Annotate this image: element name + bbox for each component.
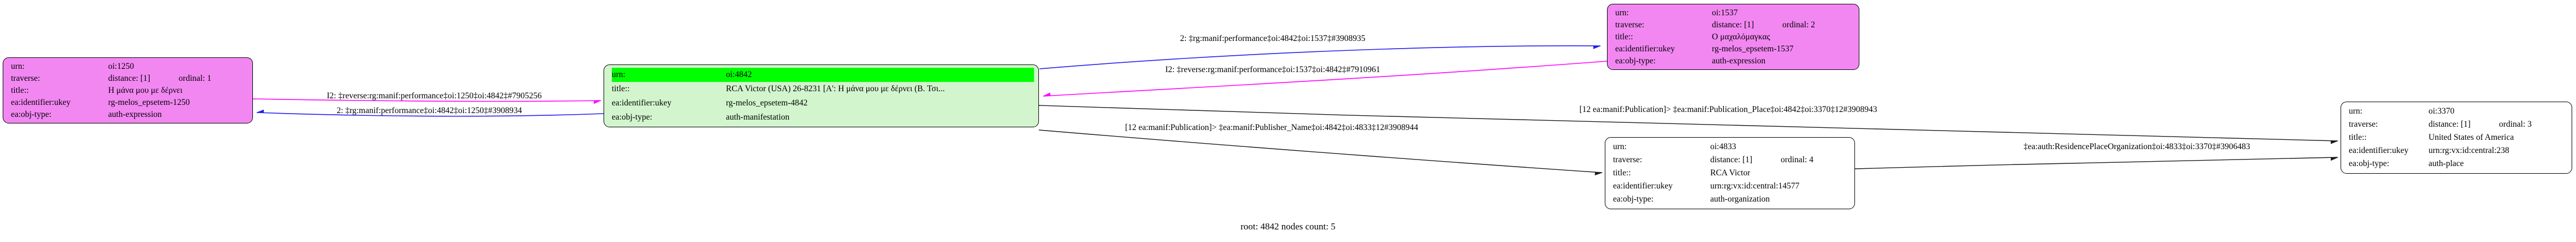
node-row-title: title:: RCA Victor (USA) 26-8231 [Α': Η … <box>612 82 1034 96</box>
node-row-ukey: ea:identifier:ukey urn:rg:vx:id:central:… <box>2349 144 2567 157</box>
edge-label-reverse-performance-1250-4842: I2: ‡reverse:rg:manif:performance‡oi:125… <box>327 91 542 101</box>
node-row-title: title:: Η μάνα μου με δέρνει <box>11 85 248 97</box>
field-key-traverse: traverse: <box>1613 155 1643 164</box>
node-row-title: title:: RCA Victor <box>1613 167 1850 180</box>
field-key-ukey: ea:identifier:ukey <box>2349 146 2409 155</box>
field-value-ordinal: ordinal: 1 <box>179 74 211 83</box>
field-key-title: title:: <box>2349 133 2367 142</box>
edge-reverse-performance-1537-4842[interactable] <box>1043 61 1608 97</box>
field-value-title: Ο μαχαλόμαγκας <box>1712 32 1770 42</box>
field-value-objtype: auth-place <box>2429 159 2464 168</box>
field-key-ukey: ea:identifier:ukey <box>11 98 71 107</box>
node-row-ukey: ea:identifier:ukey rg-melos_epsetem-1250 <box>11 97 248 109</box>
field-value-ordinal: ordinal: 4 <box>1781 155 1813 164</box>
field-value-urn: oi:1537 <box>1712 8 1738 17</box>
graph-caption: root: 4842 nodes count: 5 <box>1240 221 1336 232</box>
node-oi-4833[interactable]: urn: oi:4833 traverse: distance: [1] ord… <box>1605 137 1855 209</box>
field-value-ukey: urn:rg:vx:id:central:238 <box>2429 146 2509 155</box>
field-value-ukey: rg-melos_epsetem-1537 <box>1712 44 1794 54</box>
edge-reverse-performance-1250-4842[interactable] <box>252 98 601 101</box>
edge-label-publication-place-4842-3370: [12 ea:manif:Publication]> ‡ea:manif:Pub… <box>1579 105 1877 114</box>
field-key-ukey: ea:identifier:ukey <box>612 98 672 108</box>
field-value-ukey: rg-melos_epsetem-1250 <box>108 98 190 107</box>
field-value-objtype: auth-expression <box>1712 56 1766 66</box>
node-row-ukey: ea:identifier:ukey rg-melos_epsetem-4842 <box>612 96 1034 110</box>
field-value-distance: distance: [1] <box>108 74 151 83</box>
node-oi-1537[interactable]: urn: oi:1537 traverse: distance: [1] ord… <box>1607 4 1859 70</box>
field-value-ukey: urn:rg:vx:id:central:14577 <box>1710 181 1800 191</box>
field-value-objtype: auth-manifestation <box>726 113 790 122</box>
node-row-urn: urn: oi:1250 <box>11 61 248 73</box>
field-value-ukey: rg-melos_epsetem-4842 <box>726 98 808 108</box>
field-value-urn: oi:1250 <box>108 62 134 71</box>
field-key-urn: urn: <box>612 70 625 79</box>
node-row-traverse: traverse: distance: [1] ordinal: 4 <box>1613 154 1850 167</box>
field-key-objtype: ea:obj-type: <box>1615 56 1656 66</box>
field-value-title: United States of America <box>2429 133 2514 142</box>
edge-label-performance-4842-1537: 2: ‡rg:manif:performance‡oi:4842‡oi:1537… <box>1180 34 1366 43</box>
field-value-urn: oi:3370 <box>2429 107 2455 116</box>
node-row-objtype: ea:obj-type: auth-expression <box>1615 55 1854 67</box>
edge-performance-4842-1250[interactable] <box>257 113 604 117</box>
edge-label-publisher-name-4842-4833: [12 ea:manif:Publication]> ‡ea:manif:Pub… <box>1125 123 1419 132</box>
field-value-urn: oi:4833 <box>1710 142 1736 151</box>
field-key-objtype: ea:obj-type: <box>612 113 653 122</box>
field-key-traverse: traverse: <box>2349 120 2378 129</box>
field-value-distance: distance: [1] <box>1712 20 1754 29</box>
field-key-ukey: ea:identifier:ukey <box>1613 181 1673 191</box>
node-row-traverse: traverse: distance: [1] ordinal: 3 <box>2349 118 2567 131</box>
field-key-urn: urn: <box>2349 107 2362 116</box>
edge-label-performance-4842-1250: 2: ‡rg:manif:performance‡oi:4842‡oi:1250… <box>336 106 522 115</box>
field-key-title: title:: <box>1615 32 1633 42</box>
edge-label-residence-place-4833-3370: ‡ea:auth:ResidencePlaceOrganization‡oi:4… <box>2023 142 2250 151</box>
field-key-objtype: ea:obj-type: <box>2349 159 2390 168</box>
node-row-title: title:: Ο μαχαλόμαγκας <box>1615 31 1854 43</box>
field-value-title: Η μάνα μου με δέρνει <box>108 86 183 95</box>
node-row-objtype: ea:obj-type: auth-expression <box>11 109 248 121</box>
field-value-title: RCA Victor <box>1710 168 1751 178</box>
node-oi-4842-root[interactable]: urn: oi:4842 title:: RCA Victor (USA) 26… <box>604 64 1039 127</box>
node-row-ukey: ea:identifier:ukey urn:rg:vx:id:central:… <box>1613 180 1850 193</box>
node-row-urn: urn: oi:3370 <box>2349 105 2567 118</box>
field-value-distance: distance: [1] <box>1710 155 1753 164</box>
node-row-objtype: ea:obj-type: auth-place <box>2349 157 2567 170</box>
edge-label-reverse-performance-1537-4842: I2: ‡reverse:rg:manif:performance‡oi:153… <box>1165 65 1380 74</box>
node-row-ukey: ea:identifier:ukey rg-melos_epsetem-1537 <box>1615 43 1854 55</box>
node-row-objtype: ea:obj-type: auth-organization <box>1613 193 1850 206</box>
node-row-objtype: ea:obj-type: auth-manifestation <box>612 110 1034 125</box>
edge-performance-4842-1537[interactable] <box>1039 45 1600 69</box>
node-oi-1250[interactable]: urn: oi:1250 traverse: distance: [1] ord… <box>3 57 253 123</box>
field-value-objtype: auth-organization <box>1710 194 1770 204</box>
field-value-objtype: auth-expression <box>108 110 162 119</box>
field-key-objtype: ea:obj-type: <box>11 110 52 119</box>
node-row-traverse: traverse: distance: [1] ordinal: 2 <box>1615 19 1854 31</box>
field-key-title: title:: <box>612 84 630 93</box>
field-value-title: RCA Victor (USA) 26-8231 [Α': Η μάνα μου… <box>726 84 945 93</box>
node-row-urn: urn: oi:1537 <box>1615 7 1854 19</box>
field-key-traverse: traverse: <box>1615 20 1645 29</box>
field-value-ordinal: ordinal: 3 <box>2499 120 2532 129</box>
field-key-urn: urn: <box>11 62 25 71</box>
field-key-urn: urn: <box>1615 8 1629 17</box>
node-row-traverse: traverse: distance: [1] ordinal: 1 <box>11 73 248 85</box>
edge-publisher-name-4842-4833[interactable] <box>1038 129 1602 173</box>
node-row-urn: urn: oi:4833 <box>1613 140 1850 154</box>
field-key-objtype: ea:obj-type: <box>1613 194 1654 204</box>
field-value-distance: distance: [1] <box>2429 120 2471 129</box>
node-row-urn-highlighted: urn: oi:4842 <box>612 68 1034 82</box>
edge-residence-place-4833-3370[interactable] <box>1854 157 2338 169</box>
field-value-urn: oi:4842 <box>726 70 752 79</box>
field-key-traverse: traverse: <box>11 74 40 83</box>
field-value-ordinal: ordinal: 2 <box>1782 20 1815 29</box>
field-key-urn: urn: <box>1613 142 1627 151</box>
node-row-title: title:: United States of America <box>2349 131 2567 144</box>
field-key-title: title:: <box>1613 168 1631 178</box>
field-key-title: title:: <box>11 86 29 95</box>
field-key-ukey: ea:identifier:ukey <box>1615 44 1675 54</box>
node-oi-3370[interactable]: urn: oi:3370 traverse: distance: [1] ord… <box>2341 102 2572 174</box>
